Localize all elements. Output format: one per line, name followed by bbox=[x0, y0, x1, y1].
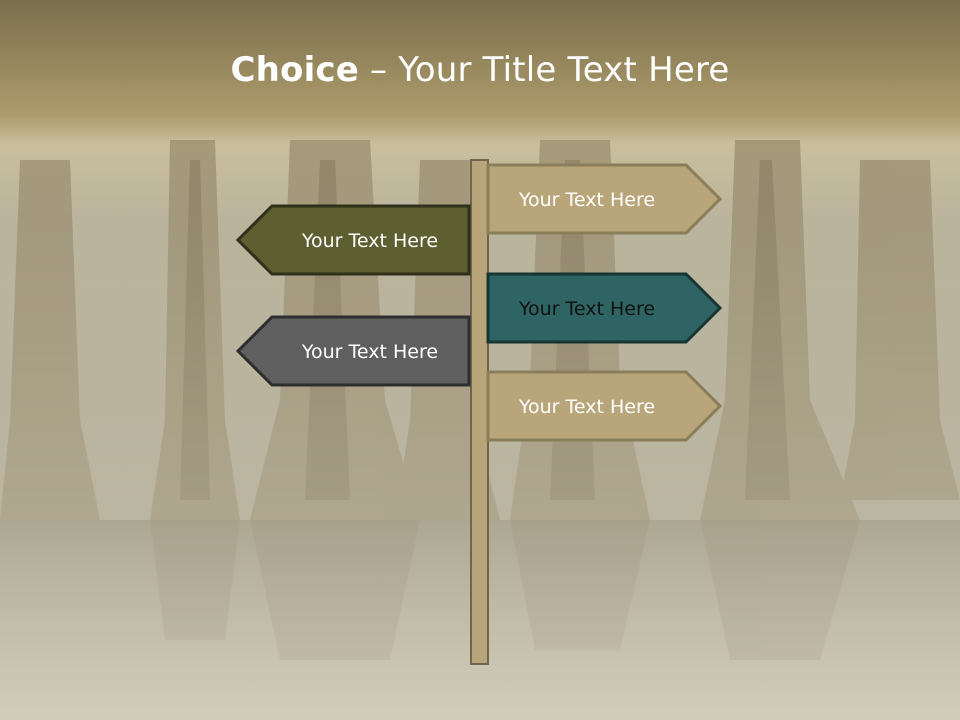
sign-5-arrow bbox=[486, 370, 723, 442]
sign-5[interactable]: Your Text Here bbox=[486, 370, 723, 442]
sign-4-arrow bbox=[235, 315, 471, 387]
title-text: Your Title Text Here bbox=[398, 50, 730, 90]
sign-5-label: Your Text Here bbox=[518, 396, 655, 418]
sign-2[interactable]: Your Text Here bbox=[235, 204, 471, 276]
sign-4[interactable]: Your Text Here bbox=[235, 315, 471, 387]
sign-1[interactable]: Your Text Here bbox=[486, 163, 723, 235]
sign-2-label: Your Text Here bbox=[301, 230, 438, 252]
signpost-pole bbox=[470, 159, 489, 665]
sign-3-arrow bbox=[486, 272, 723, 344]
sign-1-label: Your Text Here bbox=[518, 189, 655, 211]
sign-4-label: Your Text Here bbox=[301, 341, 438, 363]
sign-1-arrow bbox=[486, 163, 723, 235]
slide-title: Choice – Your Title Text Here bbox=[0, 50, 960, 90]
sign-3-label: Your Text Here bbox=[518, 298, 655, 320]
title-bold-word: Choice bbox=[230, 50, 360, 90]
title-separator: – bbox=[359, 50, 399, 90]
sign-3[interactable]: Your Text Here bbox=[486, 272, 723, 344]
sign-2-arrow bbox=[235, 204, 471, 276]
